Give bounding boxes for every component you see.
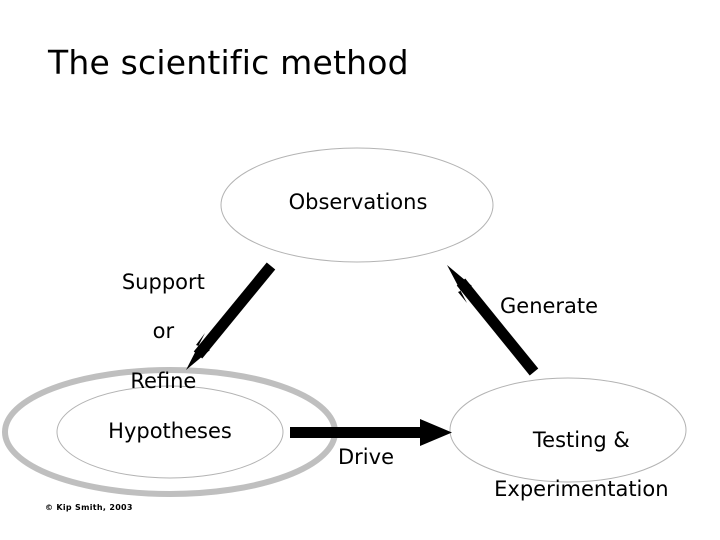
node-observations-label: Observations [288, 190, 428, 214]
edge-support-refine-label-line2: or [152, 319, 175, 344]
node-testing-label-line1: Testing & [532, 427, 630, 452]
node-testing-label-line2: Experimentation [494, 477, 669, 502]
node-testing-label: Testing & Experimentation [450, 403, 686, 527]
node-testing-ellipse[interactable] [449, 377, 687, 483]
edge-support-refine-arrow [186, 262, 276, 370]
edge-support-refine-label: Support or Refine [84, 245, 216, 418]
edge-support-refine-label-line3: Refine [130, 368, 197, 393]
edge-generate-arrow [447, 265, 539, 376]
node-hypotheses-ellipse[interactable] [56, 385, 284, 479]
edge-drive-label: Drive [338, 445, 394, 469]
node-observations-ellipse[interactable] [220, 147, 494, 263]
node-hypotheses-label: Hypotheses [108, 419, 232, 443]
edge-drive-arrow [290, 419, 452, 446]
page-title: The scientific method [48, 43, 409, 82]
edge-support-refine-label-line1: Support [121, 269, 205, 294]
copyright-note: © Kip Smith, 2003 [45, 503, 133, 512]
edge-generate-label: Generate [500, 294, 599, 318]
